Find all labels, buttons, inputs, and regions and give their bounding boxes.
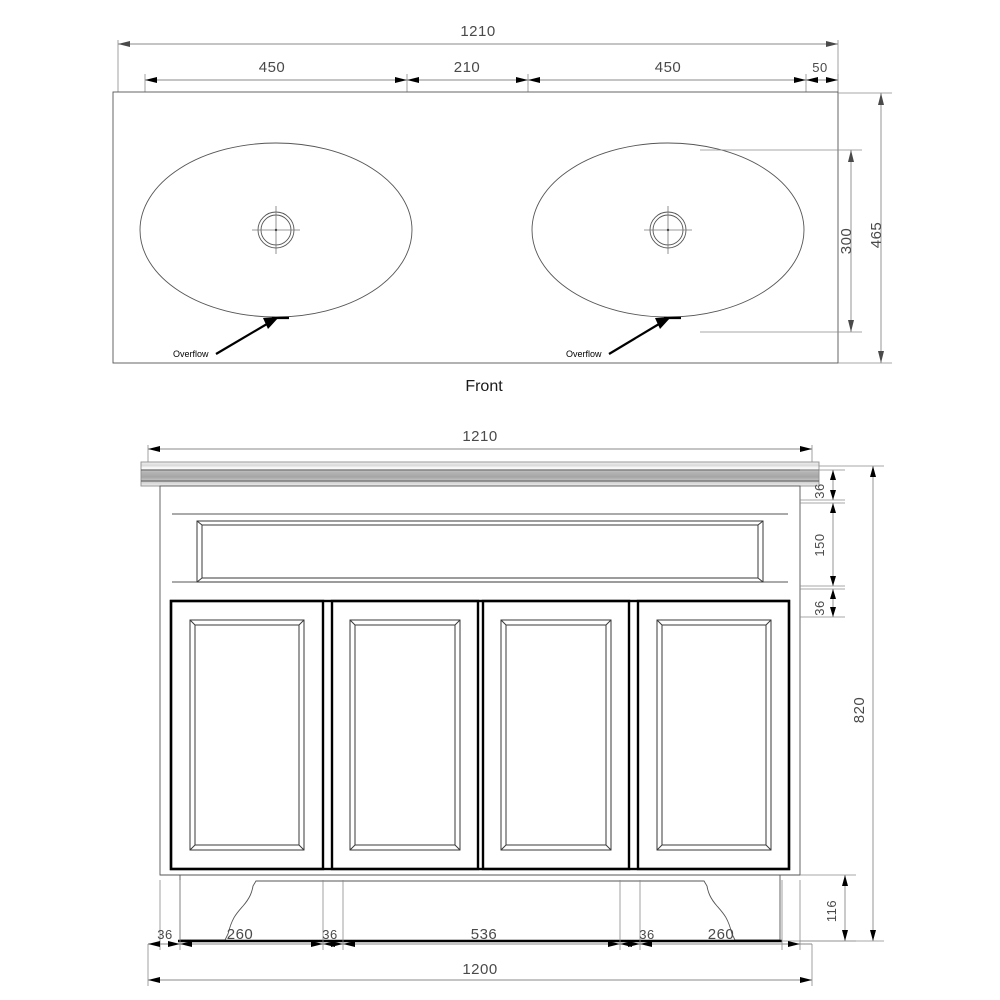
door-panel-3[interactable] <box>481 599 631 871</box>
plan-dim-210-text: 210 <box>454 59 481 76</box>
plan-dim-450-right-text: 450 <box>655 59 682 76</box>
elev-dim-36-mid-text: 36 <box>812 600 827 615</box>
skirt-left <box>180 880 258 941</box>
plan-dim-450-left-text: 450 <box>259 59 286 76</box>
elev-dim-260-left-text: 260 <box>227 926 254 943</box>
elev-dim-536-text: 536 <box>471 926 498 943</box>
elev-dim-36-mid: 36 <box>800 588 845 618</box>
door-panel-1[interactable] <box>169 599 325 871</box>
elev-dim-36-stile-left-text: 36 <box>322 927 337 942</box>
drain-hole-left <box>252 206 300 254</box>
countertop-plan-outline <box>112 91 839 364</box>
elev-bottom-chain: 36 260 36 536 36 260 <box>148 880 812 950</box>
overflow-label-right: Overflow <box>566 349 602 359</box>
door-panel-2[interactable] <box>330 599 480 871</box>
plan-dim-50-text: 50 <box>812 60 827 75</box>
elev-dim-1210: 1210 <box>147 428 813 470</box>
countertop <box>140 461 820 487</box>
elev-dim-150-text: 150 <box>812 533 827 556</box>
basin-right: Overflow <box>531 142 805 359</box>
plan-dim-465: 465 <box>838 92 892 364</box>
elev-dim-36-top-text: 36 <box>812 483 827 498</box>
plan-view: 1210 450 210 450 50 <box>112 23 892 395</box>
elev-dim-1210-text: 1210 <box>462 428 497 445</box>
door-panel-4[interactable] <box>636 599 791 871</box>
plan-dim-300: 300 <box>700 149 862 333</box>
basin-left: Overflow <box>139 142 413 359</box>
plan-dim-1210: 1210 <box>117 23 839 92</box>
elev-dim-36-stile-right-text: 36 <box>639 927 654 942</box>
elev-dim-1200: 1200 <box>147 944 813 986</box>
elev-dim-36-top: 36 <box>800 469 845 501</box>
elev-dim-260-right-text: 260 <box>708 926 735 943</box>
overflow-label-left: Overflow <box>173 349 209 359</box>
elev-dim-36-leg-left-text: 36 <box>157 927 172 942</box>
skirt-right <box>702 880 780 941</box>
drain-hole-right <box>644 206 692 254</box>
base-skirt <box>160 874 800 943</box>
elev-dim-150-drawer: 150 <box>800 502 845 587</box>
overflow-leader-right <box>608 316 681 355</box>
overflow-leader-left <box>215 316 289 355</box>
elev-dim-116: 116 <box>800 874 856 942</box>
drawer-front <box>172 513 788 583</box>
elev-dim-116-text: 116 <box>824 900 839 922</box>
elevation-view: 1210 <box>140 428 884 986</box>
plan-dim-465-text: 465 <box>868 222 885 249</box>
plan-dim-1210-text: 1210 <box>460 23 495 40</box>
plan-dim-300-text: 300 <box>838 228 855 255</box>
plan-view-label: Front <box>465 378 503 395</box>
elev-dim-1200-text: 1200 <box>462 961 497 978</box>
elev-dim-820-text: 820 <box>851 697 868 724</box>
